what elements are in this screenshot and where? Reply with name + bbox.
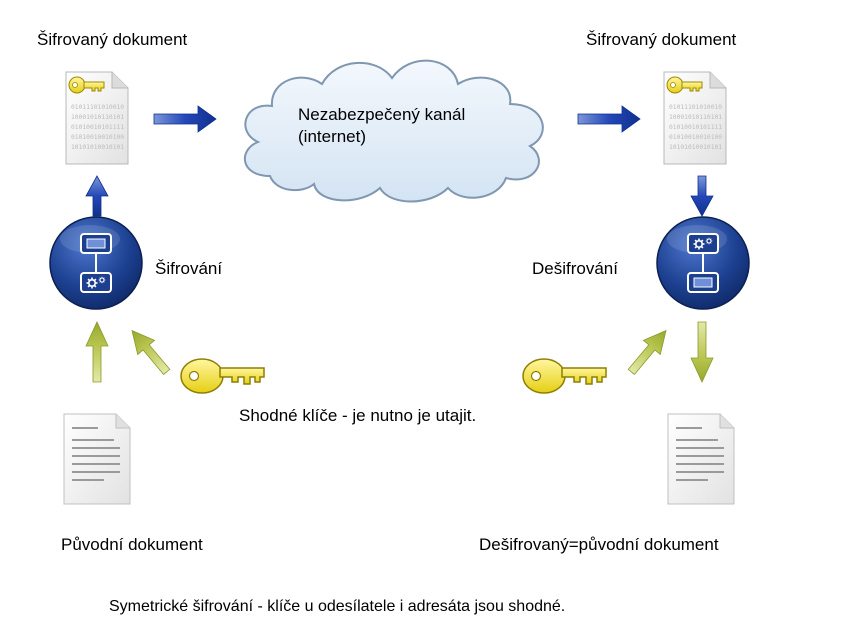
caption: Symetrické šifrování - klíče u odesílate… xyxy=(109,598,566,615)
original-document-icon xyxy=(63,413,131,505)
arrow-from-cloud-icon xyxy=(577,105,641,133)
enc-left-line-4: 01010010010100 xyxy=(71,134,124,141)
encrypted-doc-left-label: Šifrovaný dokument xyxy=(37,30,188,49)
encrypted-document-right-icon: 01011101010010 10001010110101 0101001010… xyxy=(663,71,727,165)
encryption-process-icon xyxy=(49,216,143,310)
enc-right-line-1: 01011101010010 xyxy=(669,104,722,111)
key-right-icon xyxy=(522,358,607,394)
arrow-key-to-encrypt-icon xyxy=(131,329,171,376)
enc-right-line-5: 10101010010101 xyxy=(669,144,722,151)
encrypted-document-left-icon: 01011101010010 10001010110101 0101001010… xyxy=(65,71,129,165)
decrypted-document-icon xyxy=(667,413,735,505)
arrow-doc-to-encrypt-icon xyxy=(85,321,109,383)
enc-right-line-2: 10001010110101 xyxy=(669,114,722,121)
arrow-decrypt-to-doc-icon xyxy=(690,321,714,383)
arrow-down-decrypt-icon xyxy=(690,175,714,217)
cloud-label-line-1: Nezabezpečený kanál xyxy=(298,105,466,124)
enc-left-line-5: 10101010010101 xyxy=(71,144,124,151)
same-keys-label: Shodné klíče - je nutno je utajit. xyxy=(239,406,477,425)
cloud-label: Nezabezpečený kanál (internet) xyxy=(298,104,465,148)
enc-left-line-2: 10001010110101 xyxy=(71,114,124,121)
arrow-up-encrypt-icon xyxy=(85,175,109,217)
enc-left-line-1: 01011101010010 xyxy=(71,104,124,111)
decrypted-doc-label: Dešifrovaný=původní dokument xyxy=(479,535,719,554)
decryption-process-icon xyxy=(656,216,750,310)
original-doc-label: Původní dokument xyxy=(61,535,203,554)
encryption-label: Šifrování xyxy=(155,259,223,278)
enc-right-line-3: 01010010101111 xyxy=(669,124,722,131)
cloud-icon xyxy=(243,59,544,203)
encrypted-doc-right-label: Šifrovaný dokument xyxy=(586,30,737,49)
cloud-label-line-2: (internet) xyxy=(298,127,367,146)
decryption-label: Dešifrování xyxy=(532,259,618,278)
key-left-icon xyxy=(180,358,265,394)
enc-right-line-4: 01010010010100 xyxy=(669,134,722,141)
arrow-key-to-decrypt-icon xyxy=(627,329,667,376)
arrow-to-cloud-icon xyxy=(153,105,217,133)
enc-left-line-3: 01010010101111 xyxy=(71,124,124,131)
